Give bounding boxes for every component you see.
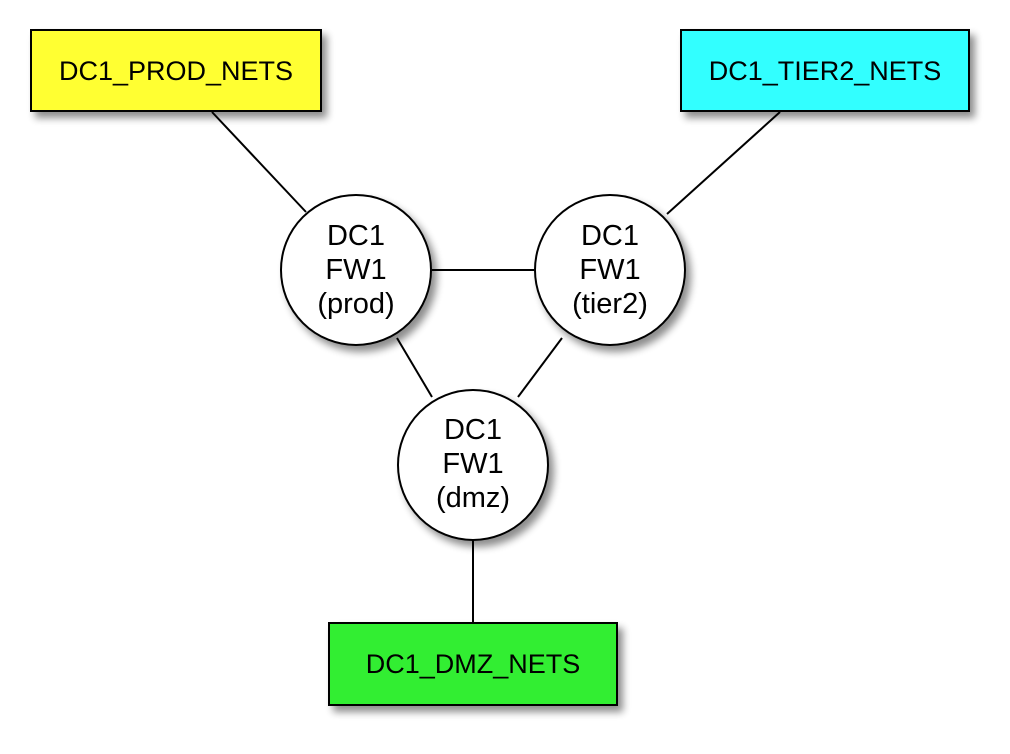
firewall-prod-line2: FW1 (325, 254, 386, 286)
edge-tier2-box-to-tier2-fw (666, 111, 781, 215)
box-dmz-nets-rect (328, 622, 618, 706)
box-prod-nets-label: DC1_PROD_NETS (59, 56, 293, 86)
firewall-tier2-line3: (tier2) (572, 288, 648, 320)
firewall-prod-line1: DC1 (327, 220, 385, 252)
firewall-tier2[interactable]: DC1 FW1 (tier2) (534, 194, 686, 346)
firewall-tier2-line1: DC1 (581, 220, 639, 252)
connections (211, 111, 781, 623)
edge-tier2-fw-to-dmz-fw (517, 337, 563, 398)
firewall-dmz-line1: DC1 (444, 414, 502, 446)
firewall-prod-line3: (prod) (317, 288, 394, 320)
firewall-tier2-circle (534, 194, 686, 346)
edge-prod-box-to-prod-fw (211, 111, 307, 213)
firewall-prod-circle (280, 194, 432, 346)
firewall-dmz[interactable]: DC1 FW1 (dmz) (397, 389, 549, 541)
firewall-prod[interactable]: DC1 FW1 (prod) (280, 194, 432, 346)
box-tier2-nets[interactable]: DC1_TIER2_NETS (680, 29, 970, 112)
box-prod-nets-rect (30, 29, 322, 112)
box-dmz-nets-label: DC1_DMZ_NETS (366, 649, 581, 679)
firewall-tier2-line2: FW1 (579, 254, 640, 286)
box-tier2-nets-label: DC1_TIER2_NETS (709, 56, 942, 86)
firewall-dmz-circle (397, 389, 549, 541)
firewall-dmz-line2: FW1 (442, 448, 503, 480)
box-prod-nets[interactable]: DC1_PROD_NETS (30, 29, 322, 112)
box-dmz-nets[interactable]: DC1_DMZ_NETS (328, 622, 618, 706)
edge-prod-fw-to-dmz-fw (396, 337, 433, 398)
box-tier2-nets-rect (680, 29, 970, 112)
firewall-dmz-line3: (dmz) (436, 482, 510, 514)
